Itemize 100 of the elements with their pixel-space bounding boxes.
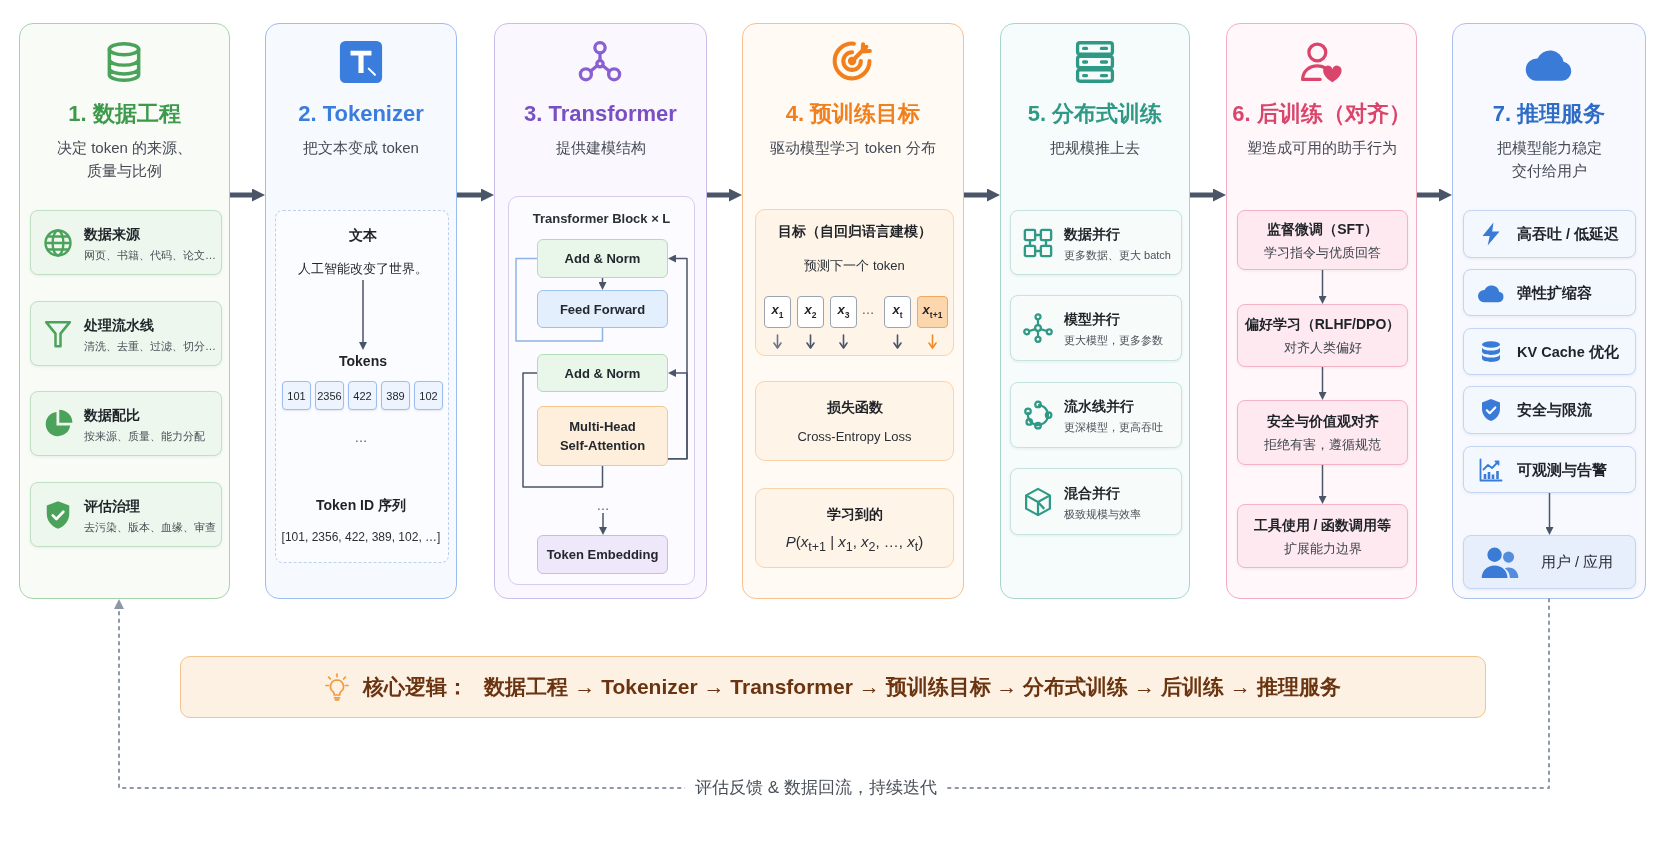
card-title: 数据并行 (1064, 224, 1120, 243)
text-heading: 文本 (349, 226, 377, 245)
card-title: 流水线并行 (1064, 396, 1134, 416)
arrow (599, 512, 607, 535)
card-title: 模型并行 (1064, 309, 1120, 329)
token-id-box (348, 381, 377, 410)
ellipsis: … (596, 498, 610, 513)
arrow (1318, 464, 1327, 504)
flow-arrow (707, 188, 742, 202)
alignment-step-card (1237, 210, 1408, 270)
token-id-box (381, 381, 410, 410)
ellipsis: … (354, 429, 368, 445)
arrow (1318, 269, 1327, 304)
card-title: 安全与价值观对齐 (1266, 412, 1379, 431)
data-step-card (30, 391, 222, 456)
stage-description: 塑造成可用的助手行为 (1246, 138, 1397, 158)
token-label: x$_{t+1}$ (922, 301, 943, 322)
flow-arrow (230, 188, 265, 202)
card-description: 学习指令与优质回答 (1264, 244, 1381, 262)
card-title: 评估治理 (84, 496, 140, 515)
ellipsis: … (861, 301, 875, 317)
example-panel (275, 210, 449, 563)
flow-arrow (457, 188, 494, 202)
token-id: 2356 (317, 388, 342, 403)
feature-label: 安全与限流 (1517, 401, 1592, 420)
card-title: 混合并行 (1064, 483, 1120, 502)
alignment-step-card (1237, 504, 1408, 568)
card-description: 更多数据、更大 batch (1064, 247, 1171, 262)
layer-box (537, 406, 668, 466)
section-text: Cross-Entropy Loss (797, 428, 912, 446)
card-title: 数据来源 (84, 224, 140, 243)
layer-label: Token Embedding (546, 546, 659, 564)
parallelism-card (1010, 210, 1182, 275)
alignment-step-card (1237, 304, 1408, 367)
token-label: x$_{2}$ (804, 301, 817, 322)
token-id: 101 (287, 388, 306, 403)
stage-title: 2. Tokenizer (298, 100, 424, 128)
stage-title: 5. 分布式训练 (1027, 100, 1163, 128)
token-box (884, 296, 911, 328)
service-feature-card (1463, 446, 1636, 493)
objective-section (755, 488, 954, 568)
token-label: x$_{3}$ (837, 301, 850, 322)
card-title: 数据配比 (84, 405, 140, 424)
transformer-block-panel (508, 196, 695, 585)
feature-label: 弹性扩缩容 (1517, 283, 1592, 303)
section-text: 预测下一个 token (804, 257, 905, 275)
token-box (917, 296, 948, 328)
section-title: 学习到的 (826, 505, 883, 524)
stage-panel (265, 23, 457, 599)
stage-panel (19, 23, 230, 599)
core-logic-chain: 数据工程 → Tokenizer → Transformer → 预训练目标 → 分布式训练 → 后训练 → 推理服务 (484, 674, 1341, 700)
token-id: 422 (353, 388, 372, 403)
stage-description: 把模型能力稳定交付给用户 (1495, 138, 1603, 181)
token-label: x$_{1}$ (771, 301, 784, 322)
stage-description: 驱动模型学习 token 分布 (770, 138, 936, 158)
layer-label: Multi-Head Self-Attention (558, 418, 647, 455)
feature-label: KV Cache 优化 (1517, 342, 1619, 362)
arrow (667, 254, 688, 460)
layer-box (537, 290, 668, 328)
flow-arrow (964, 188, 1000, 202)
user-app-card (1463, 535, 1636, 589)
card-title: 监督微调（SFT） (1267, 219, 1378, 239)
token-id: 389 (386, 388, 405, 403)
connector-line (515, 257, 604, 342)
connector-line (522, 372, 604, 488)
stage-description: 把规模推上去 (1050, 138, 1140, 158)
feature-label: 高吞吐 / 低延迟 (1517, 225, 1620, 244)
stage-description: 决定 token 的来源、质量与比例 (56, 138, 193, 181)
service-feature-card (1463, 386, 1636, 434)
token-id-box (315, 381, 344, 410)
token-id-box (414, 381, 443, 410)
core-logic-banner (180, 656, 1486, 718)
token-id-box (282, 381, 311, 410)
feature-label: 可观测与告警 (1517, 460, 1607, 480)
core-logic-heading: 核心逻辑： (363, 674, 469, 700)
objective-section (755, 381, 954, 461)
card-description: 网页、书籍、代码、论文… (84, 247, 216, 262)
card-title: 处理流水线 (84, 315, 154, 334)
objective-section (755, 209, 954, 356)
arrow (1545, 492, 1554, 535)
card-description: 更深模型，更高吞吐 (1064, 419, 1163, 435)
arrow (359, 279, 367, 350)
parallelism-card (1010, 468, 1182, 535)
stage-panel (494, 23, 707, 599)
data-step-card (30, 210, 222, 275)
stage-panel (1000, 23, 1190, 599)
card-title: 工具使用 / 函数调用等 (1253, 515, 1392, 535)
stage-panel (1226, 23, 1417, 599)
data-step-card (30, 482, 222, 547)
stage-panel (1452, 23, 1646, 599)
section-title: 损失函数 (826, 398, 883, 417)
card-description: 去污染、版本、血缘、审查 (84, 519, 216, 534)
user-label: 用户 / 应用 (1541, 553, 1614, 572)
token-box (764, 296, 791, 328)
layer-box (537, 239, 668, 278)
card-description: 拒绝有害，遵循规范 (1264, 437, 1381, 454)
card-description: 按来源、质量、能力分配 (84, 428, 205, 443)
token-box (797, 296, 824, 328)
card-description: 对齐人类偏好 (1283, 340, 1362, 357)
card-description: 极致规模与效率 (1064, 506, 1141, 521)
